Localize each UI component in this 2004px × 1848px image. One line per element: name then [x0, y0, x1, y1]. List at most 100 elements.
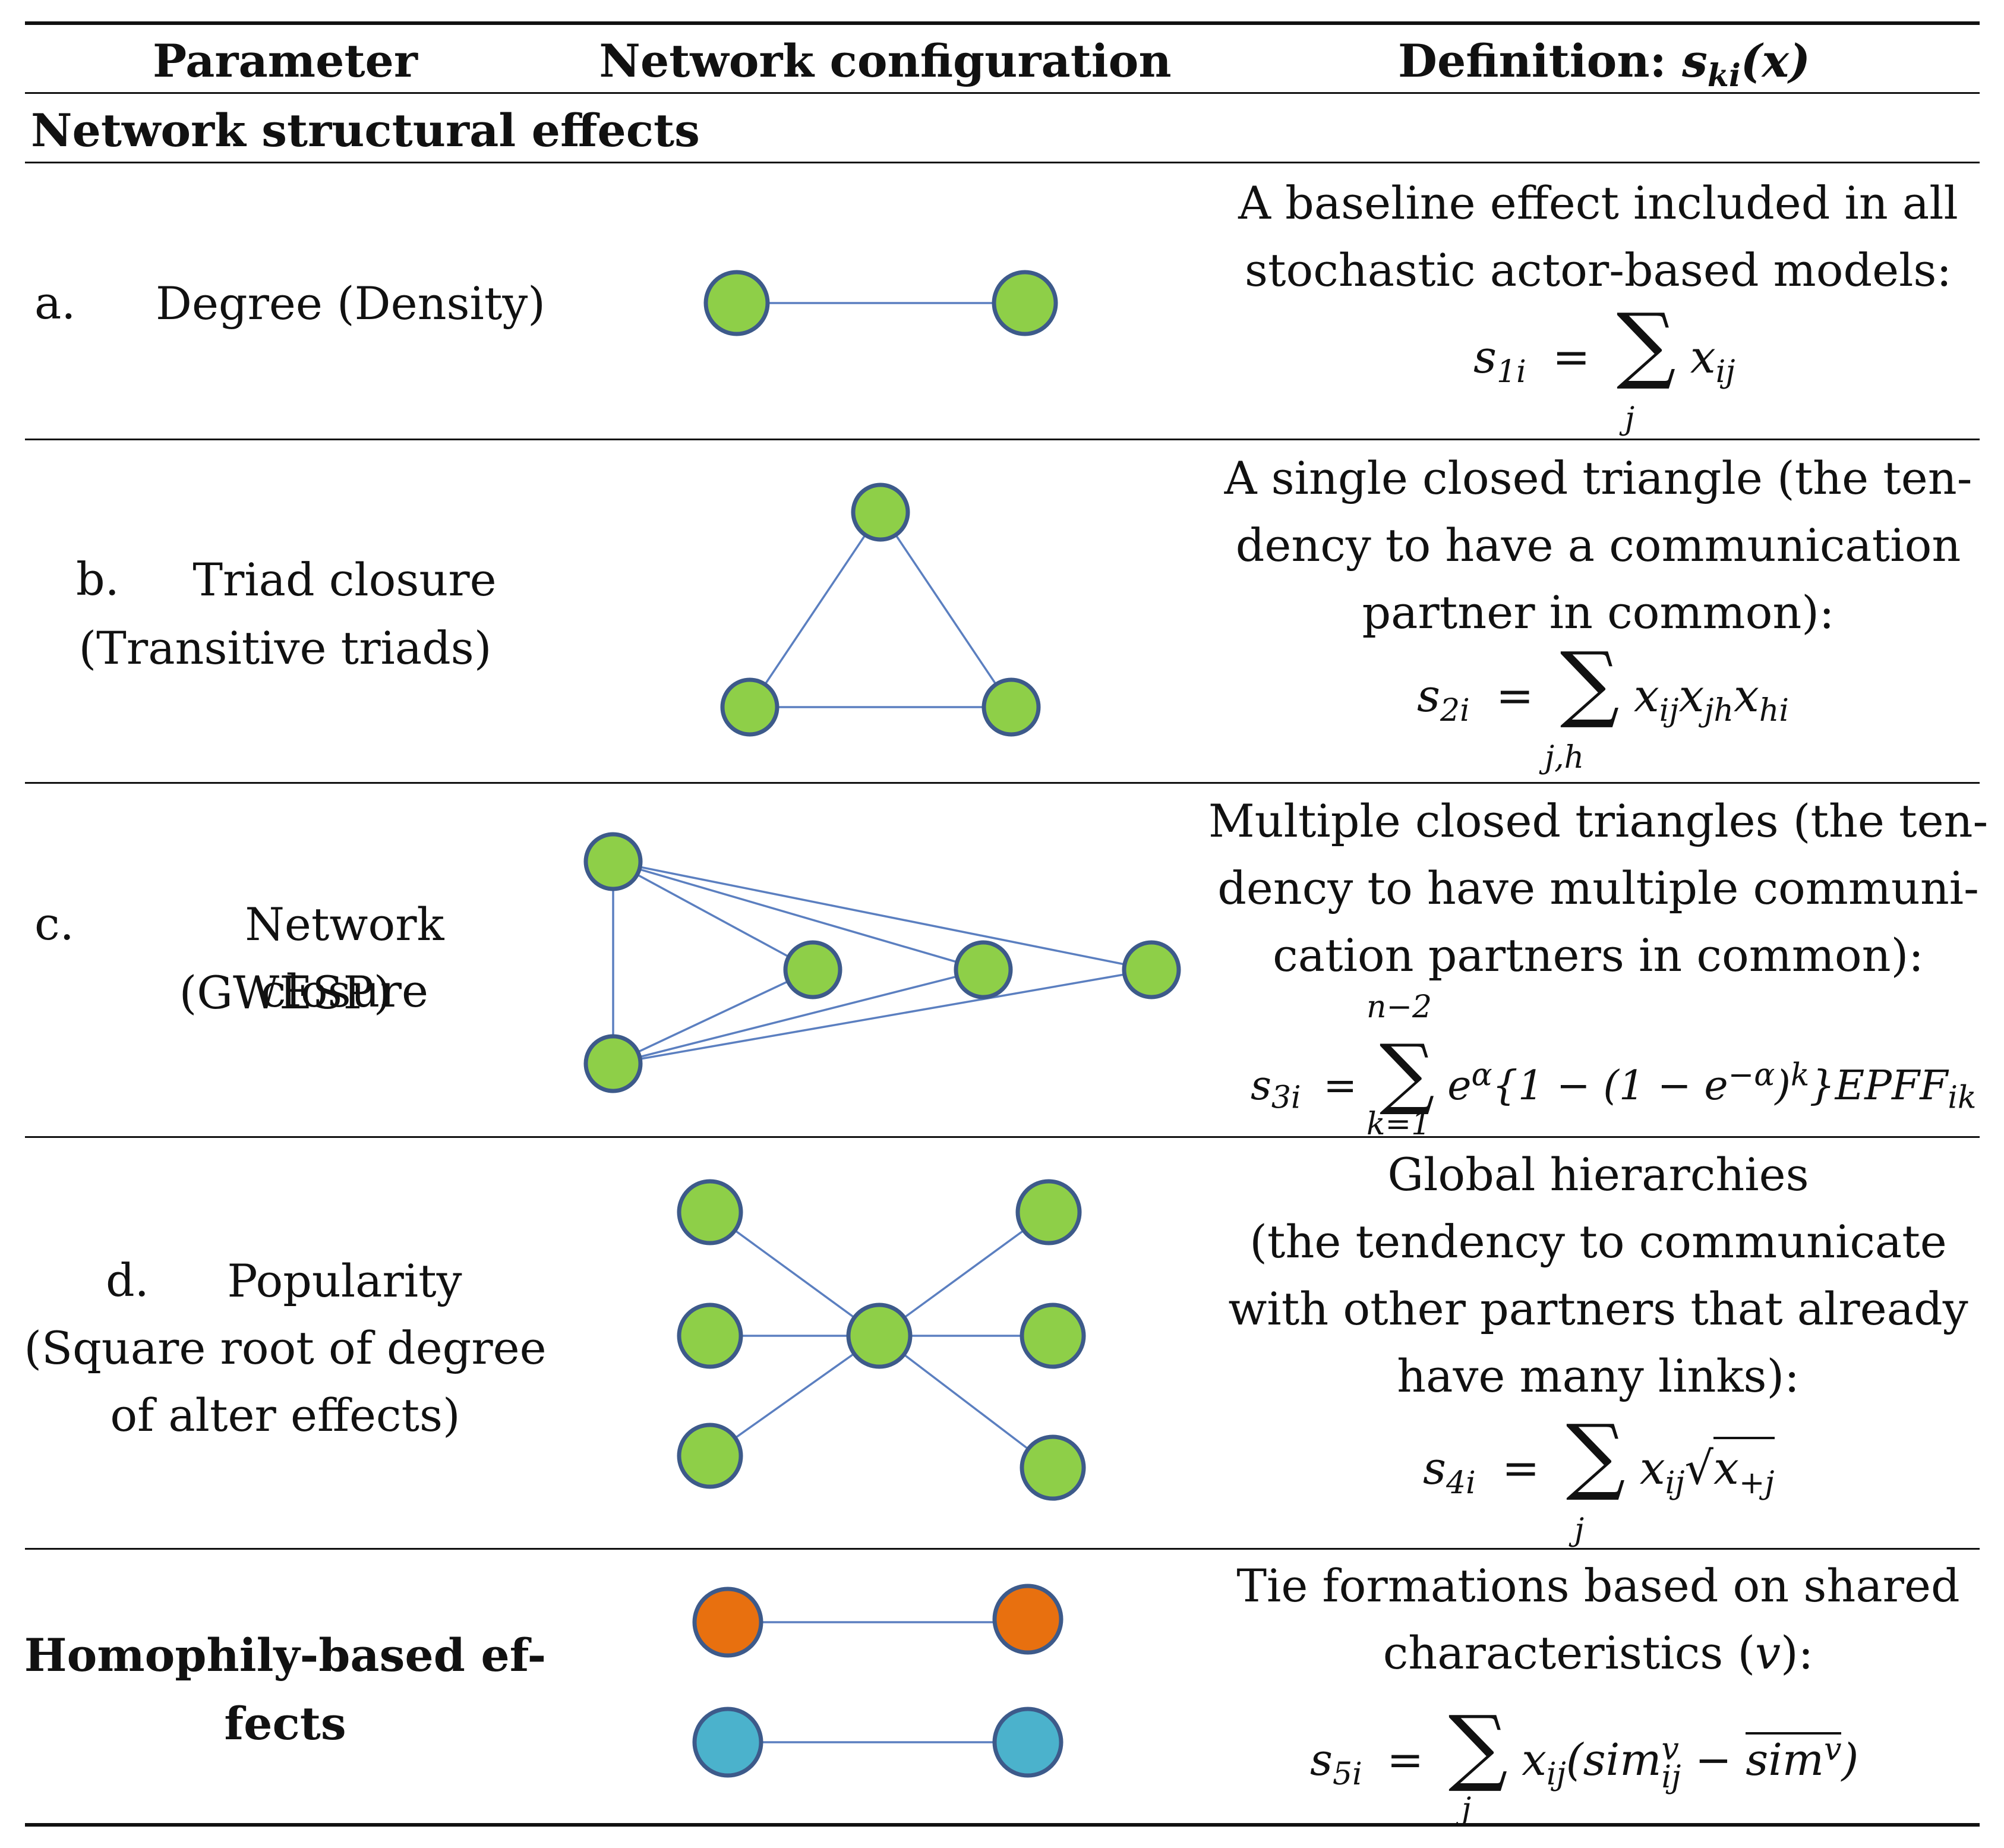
row-d-formula: s4i = ∑ xij√x+j	[1423, 1407, 1775, 1504]
header-definition-label: Definition:	[1398, 34, 1683, 87]
section-title: Network structural effects	[31, 104, 700, 157]
bottom-rule	[25, 1823, 1980, 1827]
row-e-parameter-line2: fects	[224, 1697, 346, 1750]
row-b-node	[982, 677, 1041, 737]
row-e-def-line: Tie formations based on shared	[1236, 1559, 1960, 1612]
row-b-parameter-line2: (Transitive triads)	[78, 622, 492, 674]
row-a-network-diagram	[703, 270, 1058, 336]
row-d-node	[677, 1179, 743, 1245]
header-network-configuration: Network configuration	[599, 34, 1172, 87]
row-e-definition: Tie formations based on shared character…	[1206, 1552, 1990, 1686]
row-b-node	[720, 677, 779, 737]
row-rule-c	[25, 1136, 1980, 1138]
header-rule	[25, 92, 1980, 94]
row-d-network-diagram	[677, 1179, 1086, 1501]
row-c-parameter-line1: Network closure	[245, 898, 444, 1017]
row-e-sum-lower: j	[1462, 1792, 1472, 1827]
row-b-edge	[749, 512, 882, 708]
row-a-formula: s1i = ∑ xij	[1473, 296, 1735, 393]
row-b-sum-lower: j,h	[1545, 740, 1585, 775]
row-c-edge	[613, 860, 813, 971]
sqrt-sign: √	[1684, 1442, 1713, 1494]
row-d-edge	[709, 1335, 881, 1457]
row-a-sum-lower: j	[1625, 401, 1635, 437]
row-d-node	[1020, 1434, 1086, 1501]
row-c-def-line: Multiple closed triangles (the ten-	[1208, 794, 1989, 847]
row-d-parameter-line3: of alter effects)	[110, 1389, 460, 1442]
section-rule	[25, 162, 1980, 163]
row-c-network-diagram	[583, 832, 1181, 1093]
row-rule-d	[25, 1548, 1980, 1550]
row-d-letter: d.	[106, 1254, 149, 1307]
row-d-def-line: (the tendency to communicate	[1249, 1215, 1947, 1268]
row-c-edge	[613, 969, 984, 1065]
row-b-def-line: partner in common):	[1362, 586, 1835, 639]
header-parameter: Parameter	[153, 34, 418, 87]
row-a-definition: A baseline effect included in all stocha…	[1206, 169, 1990, 304]
summation-sign: ∑	[1560, 635, 1620, 731]
row-b-letter: b.	[76, 553, 119, 606]
row-b-def-line: dency to have a communication	[1235, 519, 1961, 572]
header-definition-math: ski(x)	[1682, 34, 1810, 94]
row-rule-b	[25, 782, 1980, 784]
header-definition: Definition: ski(x)	[1218, 34, 1990, 94]
row-c-letter: c.	[34, 897, 74, 950]
row-d-edge	[709, 1211, 881, 1337]
row-c-edge	[613, 860, 1152, 971]
row-d-hub-node	[846, 1303, 913, 1369]
summation-sign: ∑	[1616, 296, 1676, 393]
row-a-def-line: stochastic actor-based models:	[1245, 244, 1952, 297]
row-e-orange-node	[692, 1587, 763, 1658]
row-a-node	[703, 270, 770, 336]
row-c-formula: s3i = ∑ eα{1 − (1 − e−α)k}EPFFik	[1251, 1027, 1977, 1118]
row-b-edge	[879, 512, 1012, 708]
row-c-sum-lower: k=1	[1366, 1106, 1431, 1142]
row-c-node	[783, 940, 842, 999]
row-d-definition: Global hierarchies (the tendency to comm…	[1206, 1141, 1990, 1409]
row-e-orange-node	[992, 1584, 1063, 1655]
summation-sign: ∑	[1448, 1698, 1508, 1795]
summation-sign: ∑	[1566, 1407, 1626, 1504]
row-b-parameter-line1: Triad closure	[192, 553, 497, 606]
summation-sign: ∑	[1379, 1027, 1435, 1118]
row-rule-a	[25, 439, 1980, 440]
row-c-edge	[613, 860, 984, 971]
row-d-node	[677, 1423, 743, 1489]
row-d-def-line: with other partners that already	[1228, 1282, 1968, 1335]
row-d-node	[1020, 1303, 1086, 1369]
row-b-definition: A single closed triangle (the ten- dency…	[1206, 444, 1990, 646]
row-e-cyan-node	[992, 1707, 1063, 1778]
row-d-def-line: have many links):	[1397, 1349, 1800, 1402]
row-c-definition: Multiple closed triangles (the ten- denc…	[1206, 787, 1990, 989]
row-d-node	[1015, 1179, 1082, 1245]
row-b-formula: s2i = ∑ xijxjhxhi	[1417, 635, 1790, 731]
row-a-parameter: Degree (Density)	[156, 277, 545, 330]
row-c-edge	[613, 969, 1152, 1065]
row-d-edge	[878, 1335, 1054, 1469]
row-e-def-line: characteristics (v):	[1383, 1626, 1814, 1679]
row-d-def-line: Global hierarchies	[1387, 1148, 1809, 1201]
row-a-def-line: A baseline effect included in all	[1238, 176, 1958, 229]
row-c-node	[583, 1034, 643, 1093]
row-c-parameter-line2: (GWESP)	[179, 966, 392, 1019]
row-c-def-line: cation partners in common):	[1273, 929, 1924, 982]
row-d-node	[677, 1303, 743, 1369]
row-b-def-line: A single closed triangle (the ten-	[1224, 452, 1973, 504]
row-d-edge	[878, 1211, 1050, 1337]
row-a-node	[992, 270, 1058, 336]
row-b-network-diagram	[720, 483, 1041, 737]
row-c-node	[1122, 940, 1181, 999]
row-e-cyan-node	[692, 1707, 763, 1778]
row-e-network-diagram	[692, 1584, 1063, 1778]
row-c-edge	[613, 969, 813, 1065]
row-d-parameter-line1: Popularity	[227, 1254, 462, 1307]
row-c-sum-upper: n−2	[1366, 989, 1432, 1025]
row-d-sum-lower: j	[1574, 1512, 1585, 1548]
row-a-letter: a.	[34, 276, 76, 329]
row-c-node	[954, 940, 1013, 999]
row-b-node	[851, 483, 910, 542]
row-d-parameter-line2: (Square root of degree	[24, 1322, 547, 1374]
top-rule	[25, 21, 1980, 25]
row-e-parameter-line1: Homophily-based ef-	[24, 1629, 547, 1682]
